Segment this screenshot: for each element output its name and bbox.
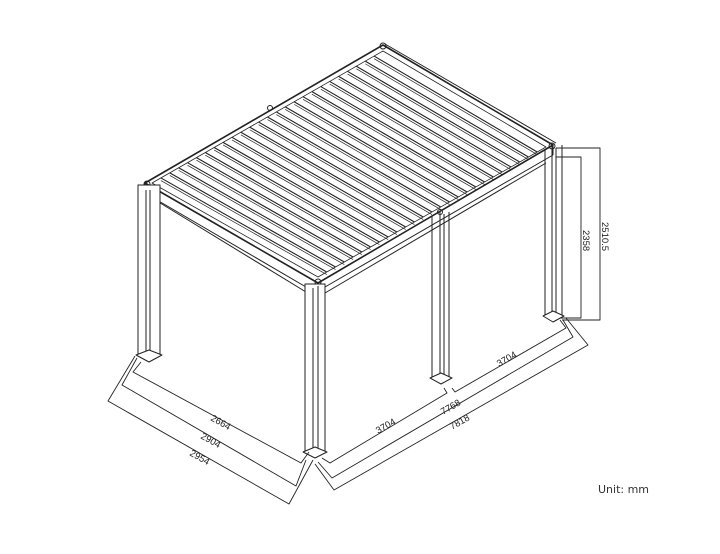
dim-width-inner-total: 7768	[439, 398, 463, 418]
dim-overall-height: 2510.5	[599, 222, 610, 251]
dim-width-outer-total: 7818	[448, 413, 472, 433]
dim-clear-height: 2358	[580, 230, 591, 251]
roof-louvers	[160, 55, 538, 275]
dim-depth-outer: 2954	[188, 448, 212, 468]
dim-width-bay-back: 3704	[495, 350, 519, 370]
roof-frame	[143, 42, 557, 294]
post-front-corner	[302, 283, 328, 459]
depth-dimension-lines	[107, 355, 314, 505]
post-right	[542, 145, 565, 323]
dim-width-bay-front: 3704	[374, 417, 398, 437]
height-dimension-lines	[556, 147, 601, 321]
dim-depth-mid: 2904	[199, 431, 223, 451]
unit-label: Unit: mm	[598, 483, 650, 496]
post-middle	[429, 212, 453, 385]
dim-depth-inner: 2664	[209, 413, 233, 433]
post-left	[135, 184, 163, 363]
width-dimension-lines	[314, 317, 589, 491]
